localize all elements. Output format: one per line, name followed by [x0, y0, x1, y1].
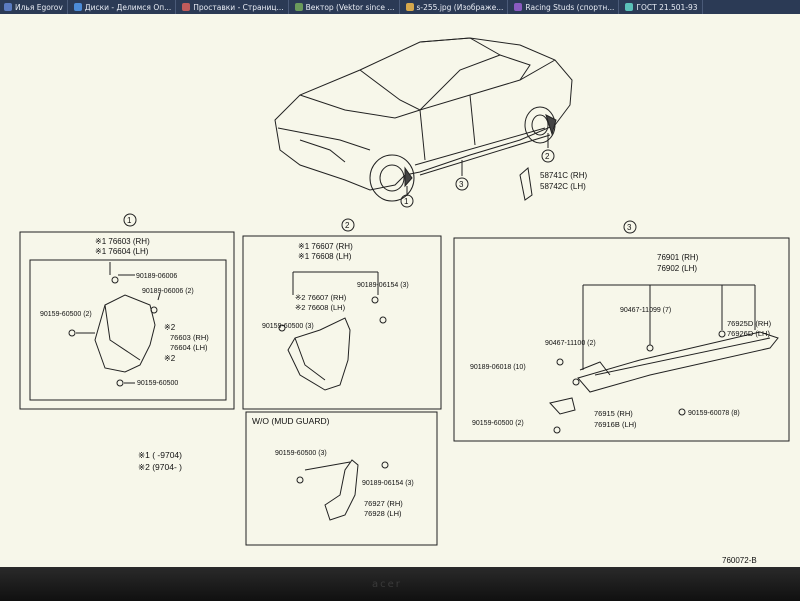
panel-2-frame [242, 235, 442, 410]
mud-guard-rear-drawing [278, 296, 387, 391]
panel-3-frame [453, 237, 790, 442]
panel-3-clip: 90467-11099 (7) [620, 307, 671, 314]
panel-1-number: 1 [127, 216, 132, 225]
panel-4-bolt: 90189-06154 (3) [362, 480, 414, 487]
taskbar-tab[interactable]: Вектор (Vektor since ... [291, 0, 400, 14]
panel-3-part-rh: 76925D (RH) [727, 319, 772, 328]
panel-1-bolt: 90189-06006 (2) [142, 288, 194, 295]
taskbar-tab-label: Диски - Делимся Оп... [84, 2, 172, 12]
panel-3-clip: 90467-11100 (2) [545, 340, 596, 347]
panel-3-part-lh: 76926D (LH) [727, 329, 770, 338]
panel-1-inner-frame [29, 259, 227, 401]
panel-2-number: 2 [345, 221, 350, 230]
taskbar-tab[interactable]: Racing Studs (спортн... [510, 0, 620, 14]
taskbar: Илья Egorov Диски - Делимся Оп... Проста… [0, 0, 800, 14]
callout-2-label: 2 [545, 152, 550, 161]
panel-3-bolt: 90189-06018 (10) [470, 364, 526, 371]
app-icon [625, 3, 634, 11]
panel-1-bolt: 90189-06006 [136, 273, 177, 280]
taskbar-tab-label: s-255.jpg (Изображе... [416, 2, 504, 12]
panel-1-bolt: 90159-60500 [137, 380, 178, 387]
panel-1-part-lh: 76604 (LH) [170, 343, 208, 352]
panel-3-part-rh: 76901 (RH) [657, 253, 699, 262]
panel-3-bolt: 90159-60078 (8) [688, 410, 740, 417]
panel-2-part-lh: ※1 76608 (LH) [298, 252, 352, 261]
panel-2-part-rh: ※2 76607 (RH) [295, 293, 347, 302]
mud-guard-front-drawing [68, 276, 158, 387]
panel-3-number: 3 [627, 223, 632, 232]
diagram-code: 760072-B [722, 556, 757, 565]
panel-3-marker [623, 220, 637, 234]
app-icon [514, 3, 523, 11]
taskbar-tab-label: Проставки - Страниц... [193, 2, 284, 12]
panel-1-part-lh: ※1 76604 (LH) [95, 247, 149, 256]
part-number-rh: 58741C (RH) [540, 171, 587, 180]
taskbar-tab[interactable]: Диски - Делимся Оп... [70, 0, 177, 14]
callout-3-label: 3 [459, 180, 464, 189]
panel-4-frame [245, 411, 438, 546]
taskbar-tab-label: Илья Egorov [15, 2, 63, 12]
panel-3-part-rh: 76915 (RH) [594, 409, 633, 418]
panel-4-screw: 90159-60500 (3) [275, 450, 327, 457]
panel-2-marker [341, 218, 355, 232]
parts-diagram: 1 3 2 58741C (RH) 58742C (LH) 1 ※1 76603… [19, 37, 790, 565]
app-icon [405, 3, 414, 11]
panel-1-marker [123, 213, 137, 227]
callout-marker [455, 177, 469, 191]
taskbar-tab[interactable]: Проставки - Страниц... [178, 0, 289, 14]
callout-marker [400, 194, 414, 208]
app-icon [4, 3, 12, 11]
part-number-lh: 58742C (LH) [540, 182, 586, 191]
panel-2-bolt: 90189-06154 (3) [357, 282, 409, 289]
panel-3-part-lh: 76902 (LH) [657, 264, 697, 273]
monitor-bezel: acer [0, 567, 800, 601]
parts-diagram-screen: 1 3 2 58741C (RH) 58742C (LH) 1 ※1 76603… [0, 14, 800, 567]
taskbar-tab[interactable]: ГОСТ 21.501-93 [621, 0, 703, 14]
panel-3-screw: 90159-60500 (2) [472, 420, 524, 427]
car-illustration [274, 37, 573, 202]
legend-line-2: ※2 (9704- ) [138, 462, 182, 472]
bracket-drawing [296, 459, 389, 521]
panel-1-mark: ※2 [164, 354, 176, 363]
panel-1-frame [19, 231, 235, 410]
legend-line-1: ※1 ( -9704) [138, 450, 182, 460]
panel-2-part-lh: ※2 76608 (LH) [295, 303, 346, 312]
taskbar-tab-label: Racing Studs (спортн... [525, 2, 615, 12]
panel-2-screw: 90159-60500 (3) [262, 323, 314, 330]
panel-1-part-rh: ※1 76603 (RH) [95, 237, 150, 246]
panel-4-part-lh: 76928 (LH) [364, 509, 402, 518]
panel-4-title: W/O (MUD GUARD) [252, 416, 330, 426]
callout-1-label: 1 [404, 197, 409, 206]
panel-3-part-lh: 76916B (LH) [594, 420, 637, 429]
monitor-brand-logo: acer [372, 579, 402, 590]
taskbar-tab[interactable]: s-255.jpg (Изображе... [402, 0, 509, 14]
rocker-panel-drawing [549, 330, 779, 434]
taskbar-tab[interactable]: Илья Egorov [0, 0, 68, 14]
panel-1-screw: 90159-60500 (2) [40, 311, 92, 318]
callout-marker [541, 149, 555, 163]
app-icon [73, 3, 82, 11]
panel-4-part-rh: 76927 (RH) [364, 499, 403, 508]
taskbar-tab-label: Вектор (Vektor since ... [305, 2, 395, 12]
panel-1-mark: ※2 [164, 323, 176, 332]
panel-1-part-rh: 76603 (RH) [170, 333, 209, 342]
taskbar-tab-label: ГОСТ 21.501-93 [636, 2, 698, 12]
panel-2-part-rh: ※1 76607 (RH) [298, 242, 353, 251]
app-icon [294, 3, 303, 11]
app-icon [182, 3, 191, 11]
